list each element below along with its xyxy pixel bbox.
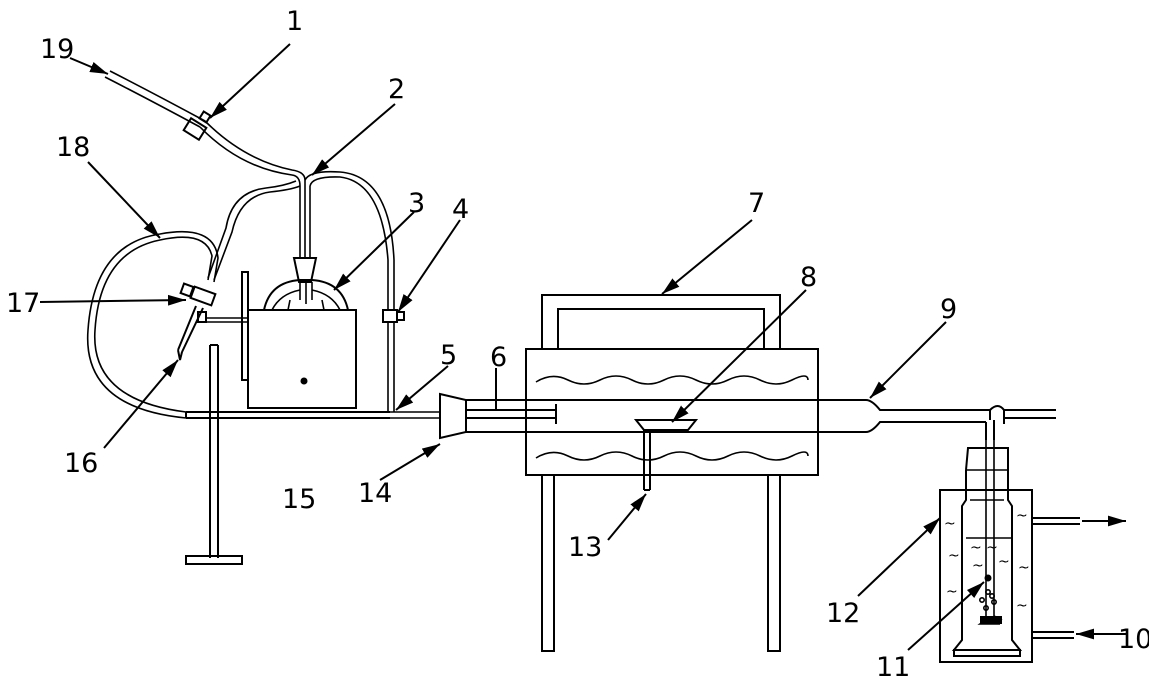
label-5: 5 (440, 340, 457, 371)
svg-text:~: ~ (1016, 508, 1028, 524)
tube-furnace (525, 294, 819, 652)
mantle-dot (300, 377, 308, 385)
label-15: 15 (282, 484, 316, 515)
loop-tubing-18 (86, 230, 219, 419)
reaction-tube (390, 392, 1056, 440)
stopper-tubes (299, 180, 313, 304)
label-18: 18 (56, 132, 90, 163)
label-2: 2 (388, 74, 405, 105)
label-14: 14 (358, 478, 392, 509)
label-11: 11 (876, 652, 910, 682)
label-7: 7 (748, 188, 765, 219)
funnel-tubing (207, 180, 301, 281)
retort-stand (185, 344, 390, 565)
label-19: 19 (40, 34, 74, 65)
label-1: 1 (286, 6, 303, 37)
svg-text:~: ~ (1016, 598, 1028, 614)
label-12: 12 (826, 598, 860, 629)
label-17: 17 (6, 288, 40, 319)
svg-text:~: ~ (948, 548, 960, 564)
number-labels: 1 2 3 4 5 6 7 8 9 10 11 12 13 14 15 16 1… (6, 6, 1149, 683)
label-6: 6 (490, 342, 507, 373)
svg-text:~ ~: ~ ~ (970, 540, 998, 556)
label-4: 4 (452, 194, 469, 225)
svg-text:~: ~ (1018, 560, 1030, 576)
label-16: 16 (64, 448, 98, 479)
valve-1 (182, 110, 212, 142)
svg-text:~: ~ (972, 558, 984, 574)
water-bath: ~ ~ ~ ~ ~ ~ ~ ~ ~ ~ (939, 440, 1080, 663)
svg-text:~: ~ (946, 584, 958, 600)
label-9: 9 (940, 294, 957, 325)
label-10: 10 (1118, 624, 1149, 655)
round-bottom-flask (263, 257, 349, 311)
svg-text:~: ~ (944, 516, 956, 532)
stopcock-17 (177, 282, 248, 361)
svg-text:~: ~ (998, 554, 1010, 570)
leader-lines (39, 43, 1128, 651)
label-13: 13 (568, 532, 602, 563)
heating-mantle (241, 271, 357, 409)
inlet-tubing (104, 70, 395, 412)
stopcock-4 (382, 309, 405, 323)
label-8: 8 (800, 262, 817, 293)
label-3: 3 (408, 188, 425, 219)
